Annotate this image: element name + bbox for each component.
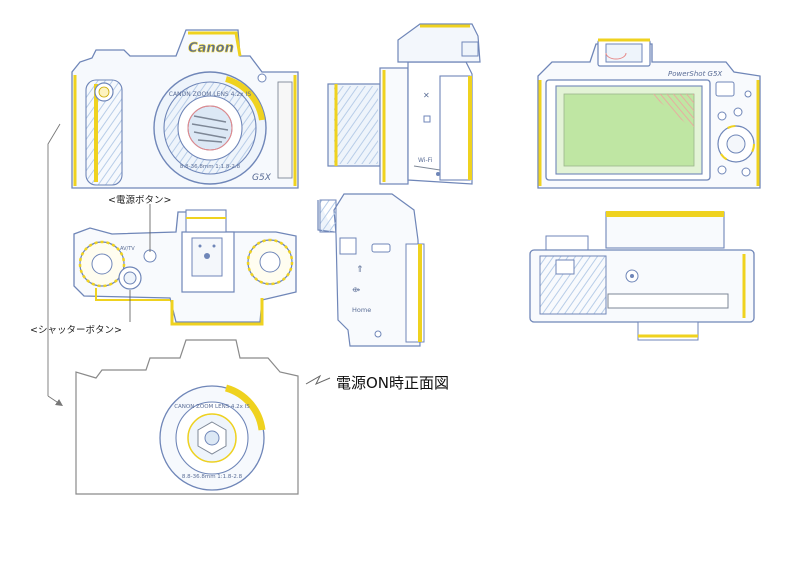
home-label: Home	[352, 306, 371, 314]
back-view: PowerShot G5X	[537, 38, 761, 189]
power-on-front-outline: CANON ZOOM LENS 4.2x IS 8.8-36.8mm 1:1.8…	[75, 339, 299, 495]
top-view: AV/TV	[73, 209, 297, 326]
power-on-front-view-label: 電源ON時正面図	[336, 374, 450, 392]
annotations	[47, 123, 331, 406]
side-view-right: ✕ Wi-Fi	[327, 23, 481, 185]
shutter-button-label: <シャッターボタン>	[30, 325, 122, 336]
front-view: CANON ZOOM LENS 4.2x IS 8.8-36.8mm 1:1.8…	[71, 29, 299, 189]
outline-lens-spec-text: 8.8-36.8mm 1:1.8-2.8	[182, 474, 243, 480]
model-badge-front: G5X	[252, 173, 272, 183]
dial-text: AV/TV	[120, 246, 135, 252]
lens-ring-text: CANON ZOOM LENS 4.2x IS	[169, 91, 252, 98]
lens-spec-text: 8.8-36.8mm 1:1.8-2.8	[180, 164, 241, 170]
power-button-label: <電源ボタン>	[108, 195, 172, 206]
model-badge-back: PowerShot G5X	[668, 70, 722, 78]
usb-mark: ⟴	[352, 286, 360, 294]
side-view-left: ⇑ ⟴ Home	[317, 193, 425, 347]
outline-lens-ring-text: CANON ZOOM LENS 4.2x IS	[174, 404, 250, 410]
brand-logo: Canon	[188, 41, 234, 56]
bluetooth-mark: ✕	[423, 91, 430, 100]
wifi-label: Wi-Fi	[418, 157, 433, 164]
bottom-view	[529, 211, 755, 341]
play-mark: ⇑	[356, 265, 364, 275]
